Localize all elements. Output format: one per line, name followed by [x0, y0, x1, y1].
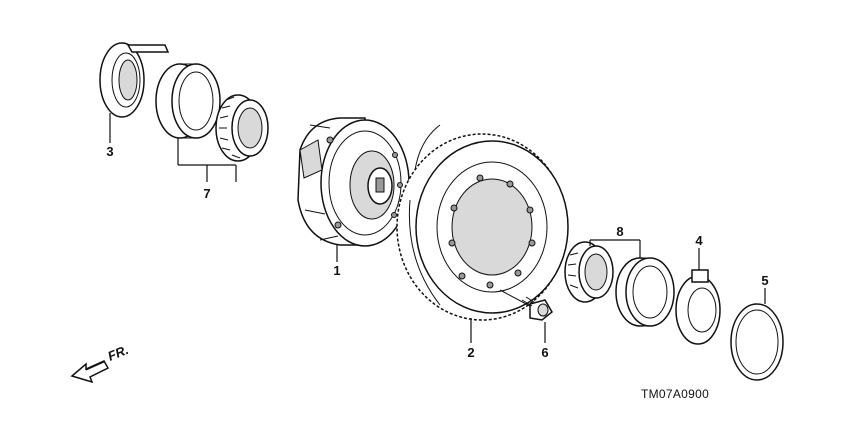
- callout-8: 8: [616, 224, 623, 239]
- part-8-roller-bearing: [564, 241, 614, 303]
- part-7-roller-bearing: [215, 94, 269, 162]
- callout-3: 3: [106, 144, 113, 159]
- part-4-shim: [675, 269, 721, 345]
- direction-label: FR.: [106, 342, 131, 364]
- part-3-seal: [99, 42, 170, 118]
- diagram-code: TM07A0900: [641, 387, 709, 401]
- callout-2: 2: [467, 345, 474, 360]
- part-6-bolt: [499, 289, 553, 321]
- callout-7: 7: [203, 186, 210, 201]
- part-7-bearing-race: [155, 63, 221, 139]
- part-8-bearing-race: [615, 257, 675, 327]
- callout-1: 1: [333, 263, 340, 278]
- part-1-differential-case: [297, 117, 410, 247]
- part-2-ring-gear: [396, 124, 569, 321]
- front-direction-arrow: [70, 360, 110, 384]
- callout-6: 6: [541, 345, 548, 360]
- callout-4: 4: [695, 233, 703, 248]
- leader-lines: [109, 113, 766, 343]
- part-5-snap-ring: [730, 303, 784, 381]
- callout-5: 5: [761, 273, 768, 288]
